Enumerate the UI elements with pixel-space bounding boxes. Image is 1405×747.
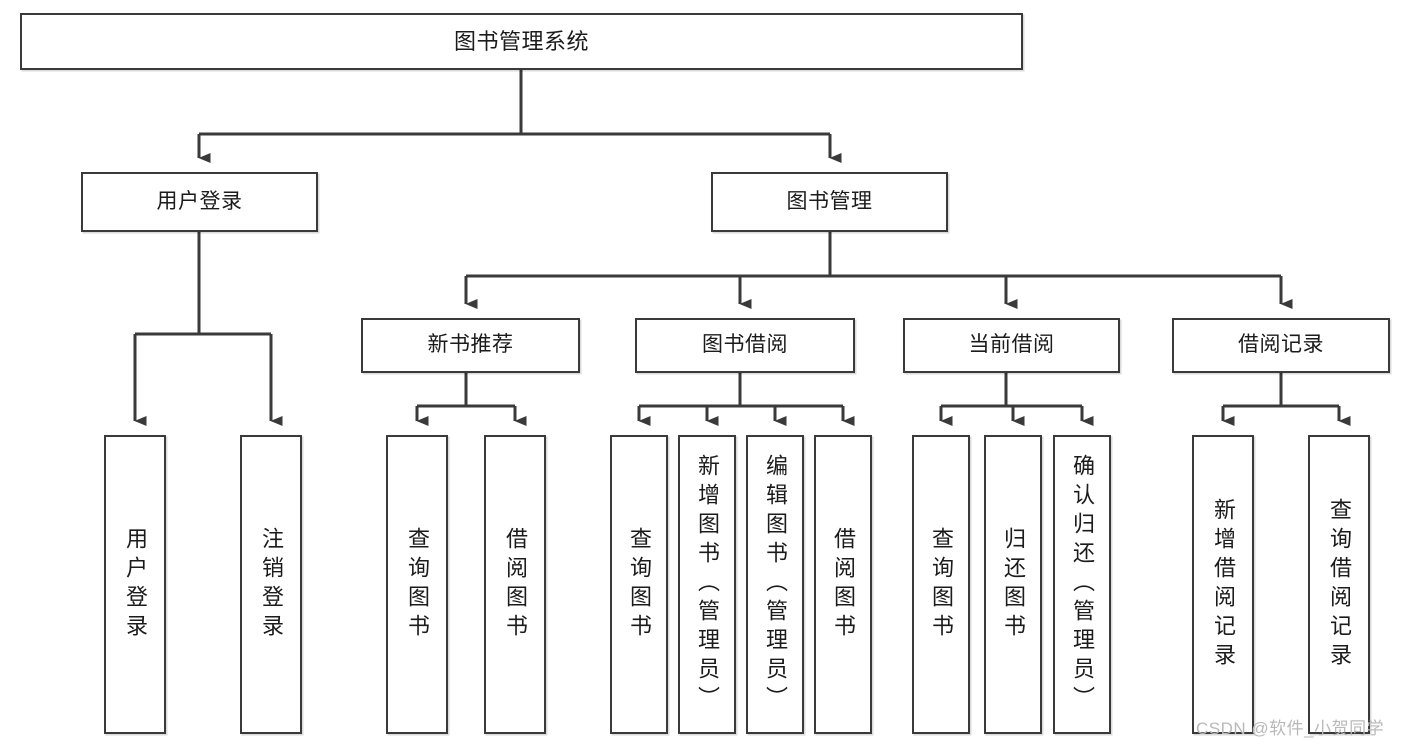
node-leaf-query-book-1-label: 查询图书 xyxy=(405,526,430,643)
node-leaf-edit-book[interactable]: 编辑图书（管理员） xyxy=(746,435,804,734)
node-leaf-query-record-label: 查询借阅记录 xyxy=(1327,497,1352,672)
node-leaf-query-book-3[interactable]: 查询图书 xyxy=(912,435,970,734)
node-leaf-query-book-1[interactable]: 查询图书 xyxy=(386,435,448,734)
node-leaf-borrow-book-2-label: 借阅图书 xyxy=(831,526,856,643)
node-leaf-return-book-label: 归还图书 xyxy=(1001,526,1026,643)
node-current-borrow[interactable]: 当前借阅 xyxy=(903,318,1120,373)
node-leaf-borrow-book-2[interactable]: 借阅图书 xyxy=(814,435,872,734)
node-borrow-record-label: 借阅记录 xyxy=(1238,333,1324,357)
node-leaf-query-book-2[interactable]: 查询图书 xyxy=(610,435,668,734)
node-leaf-add-record-label: 新增借阅记录 xyxy=(1211,497,1236,672)
node-current-borrow-label: 当前借阅 xyxy=(968,333,1055,357)
node-leaf-add-book-label: 新增图书（管理员） xyxy=(695,454,720,715)
node-user-login[interactable]: 用户登录 xyxy=(81,172,318,232)
node-leaf-borrow-book-1-label: 借阅图书 xyxy=(503,526,528,643)
node-book-manage[interactable]: 图书管理 xyxy=(711,172,948,232)
node-leaf-confirm-return[interactable]: 确认归还（管理员） xyxy=(1053,435,1111,734)
node-leaf-confirm-return-label: 确认归还（管理员） xyxy=(1070,454,1095,715)
node-leaf-query-record[interactable]: 查询借阅记录 xyxy=(1308,435,1370,734)
node-book-borrow[interactable]: 图书借阅 xyxy=(635,318,855,373)
node-new-book-recommend[interactable]: 新书推荐 xyxy=(361,318,580,373)
node-leaf-return-book[interactable]: 归还图书 xyxy=(984,435,1042,734)
node-leaf-user-login[interactable]: 用户登录 xyxy=(104,435,166,734)
node-borrow-record[interactable]: 借阅记录 xyxy=(1172,318,1390,373)
node-leaf-borrow-book-1[interactable]: 借阅图书 xyxy=(484,435,546,734)
node-book-borrow-label: 图书借阅 xyxy=(702,333,788,357)
node-root[interactable]: 图书管理系统 xyxy=(20,13,1023,70)
node-leaf-user-login-label: 用户登录 xyxy=(123,526,148,643)
node-leaf-query-book-2-label: 查询图书 xyxy=(627,526,652,643)
node-book-manage-label: 图书管理 xyxy=(786,189,873,213)
node-leaf-query-book-3-label: 查询图书 xyxy=(929,526,954,643)
node-leaf-logout[interactable]: 注销登录 xyxy=(240,435,302,734)
node-root-label: 图书管理系统 xyxy=(453,28,589,54)
node-leaf-edit-book-label: 编辑图书（管理员） xyxy=(763,454,788,715)
node-new-book-recommend-label: 新书推荐 xyxy=(427,333,514,357)
csdn-watermark: CSDN @软件_小贺同学 xyxy=(1196,719,1385,738)
node-leaf-add-record[interactable]: 新增借阅记录 xyxy=(1192,435,1254,734)
node-leaf-logout-label: 注销登录 xyxy=(259,526,284,643)
node-user-login-label: 用户登录 xyxy=(156,189,243,213)
node-leaf-add-book[interactable]: 新增图书（管理员） xyxy=(678,435,736,734)
